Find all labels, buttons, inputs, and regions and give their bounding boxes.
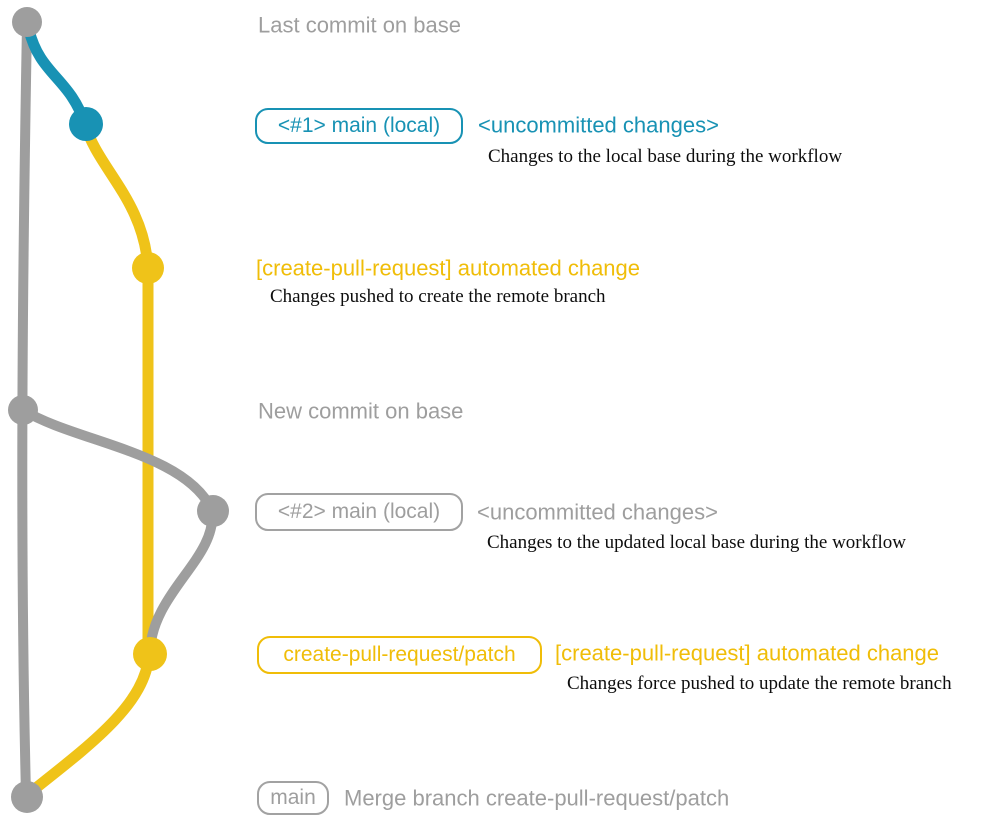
merge-edge	[21, 649, 155, 801]
automated-change-label-2: [create-pull-request] automated change	[555, 640, 940, 666]
commit-dot-last-base	[12, 7, 42, 37]
commit-dot-new-base	[8, 395, 38, 425]
new-commit-heading: New commit on base	[258, 398, 464, 424]
commit-dot-main-local-2	[197, 495, 229, 527]
branch-badge-main-local-2: <#2> main (local)	[255, 493, 463, 531]
branch-badge-label: <#1> main (local)	[277, 114, 441, 137]
updated-base-edge	[18, 405, 218, 657]
branch-badge-main: main	[257, 781, 329, 815]
uncommitted-changes-label-2: <uncommitted changes>	[477, 499, 718, 525]
branch-badge-label: create-pull-request/patch	[283, 643, 516, 666]
branch-badge-main-local-1: <#1> main (local)	[255, 108, 463, 144]
pull-request-branch-line	[79, 118, 154, 658]
branch-badge-label: main	[270, 786, 316, 809]
last-commit-heading: Last commit on base	[258, 12, 461, 38]
branch-badge-label: <#2> main (local)	[277, 500, 441, 523]
uncommitted-changes-description-1: Changes to the local base during the wor…	[488, 146, 843, 168]
commit-dot-automated-change-2	[133, 637, 167, 671]
automated-change-description-2: Changes force pushed to update the remot…	[567, 673, 952, 695]
commit-dot-automated-change-1	[132, 252, 164, 284]
commit-dot-merge	[11, 781, 43, 813]
uncommitted-changes-label-1: <uncommitted changes>	[478, 112, 719, 138]
automated-change-description-1: Changes pushed to create the remote bran…	[270, 286, 606, 308]
branch-badge-patch: create-pull-request/patch	[257, 636, 542, 674]
automated-change-label-1: [create-pull-request] automated change	[256, 255, 641, 281]
uncommitted-changes-description-2: Changes to the updated local base during…	[487, 532, 906, 554]
merge-branch-label: Merge branch create-pull-request/patch	[344, 785, 730, 811]
commit-dot-main-local-1	[69, 107, 103, 141]
